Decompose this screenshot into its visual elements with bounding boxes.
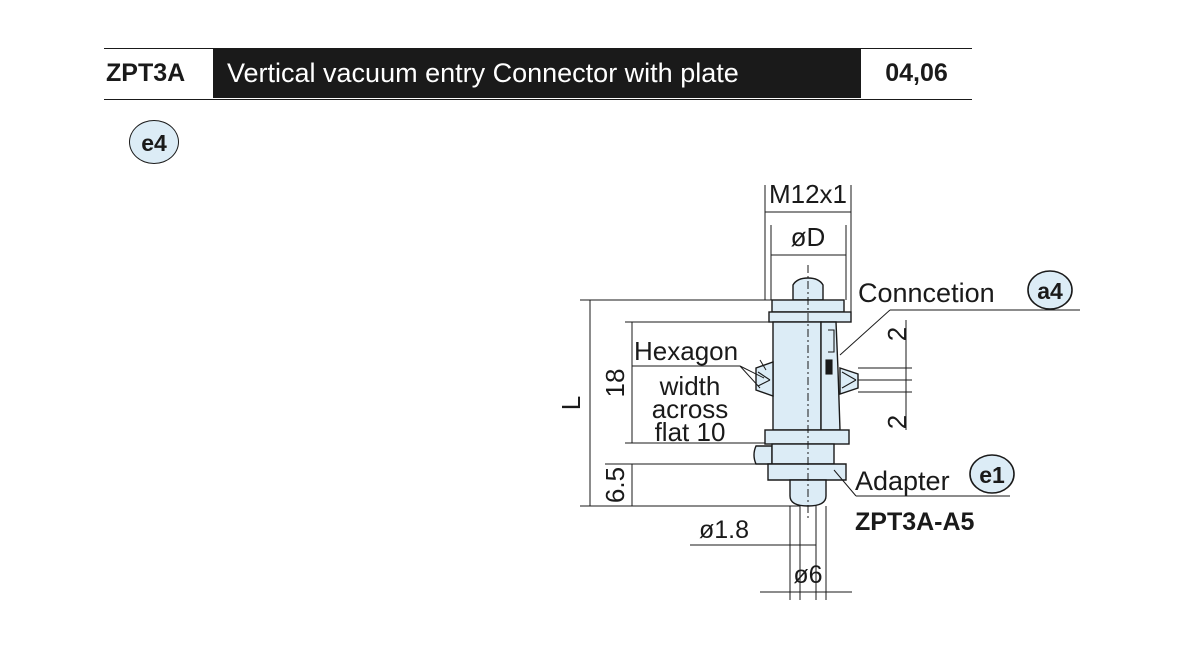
hex-nut xyxy=(755,361,774,397)
hexagon-label: Hexagon xyxy=(634,336,738,366)
outer-diameter-label: ø6 xyxy=(793,561,822,589)
body xyxy=(772,321,822,431)
title-bar: ZPT3A Vertical vacuum entry Connector wi… xyxy=(104,48,972,100)
dim-2-bottom: 2 xyxy=(882,415,912,429)
dim-2-top: 2 xyxy=(882,327,912,341)
adapter-tip xyxy=(767,463,847,481)
connection-badge: a4 xyxy=(1037,278,1063,304)
threaded-body xyxy=(768,311,852,323)
adapter-label: Adapter xyxy=(855,466,950,496)
adapter-badge: e1 xyxy=(979,462,1005,488)
adapter-part-number: ZPT3A-A5 xyxy=(855,508,975,536)
dim-18: 18 xyxy=(600,369,630,398)
diameter-label: øD xyxy=(791,222,826,252)
connection-badge-circle xyxy=(1027,270,1073,310)
dim-L: L xyxy=(556,396,586,410)
adapter-body xyxy=(771,443,835,465)
hole-diameter-label: ø1.8 xyxy=(699,516,749,544)
hex-nut-right xyxy=(839,367,859,395)
hexagon-flat: flat 10 xyxy=(655,417,726,447)
adapter-nut xyxy=(753,445,773,465)
adapter-badge-circle xyxy=(969,454,1015,494)
model-code: ZPT3A xyxy=(106,59,186,87)
thread-label: M12x1 xyxy=(769,179,847,209)
section-badge: e4 xyxy=(129,120,179,164)
product-title: Vertical vacuum entry Connector with pla… xyxy=(213,49,861,98)
size-options: 04,06 xyxy=(885,59,948,87)
hexagon-width: width xyxy=(659,371,721,401)
hexagon-across: across xyxy=(652,394,729,424)
connection-label: Conncetion xyxy=(858,278,995,308)
lower-collar xyxy=(764,429,850,445)
plate-body xyxy=(820,321,841,431)
dim-6-5: 6.5 xyxy=(600,467,630,503)
